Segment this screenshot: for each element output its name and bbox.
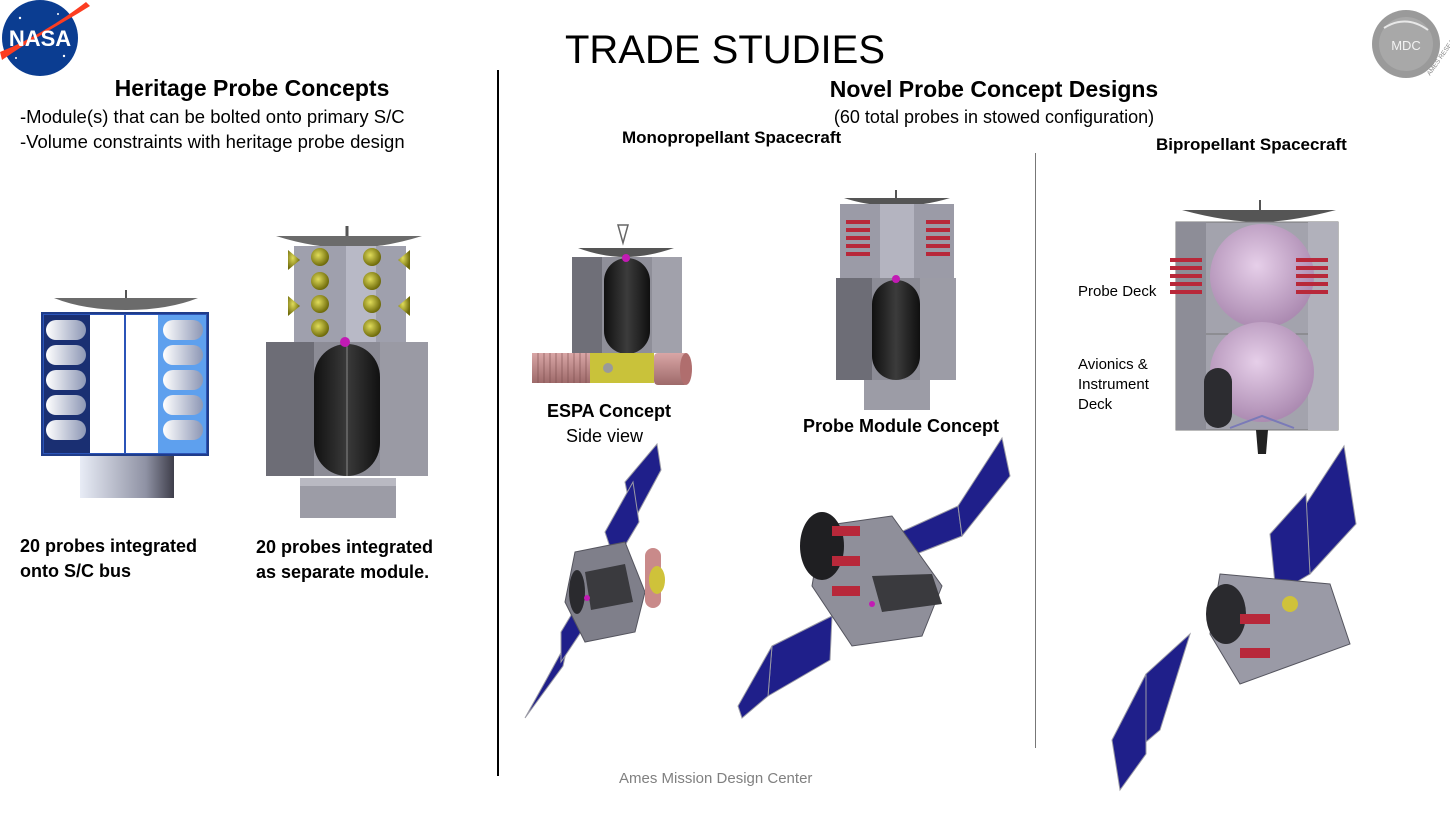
probe-module-drawing (836, 190, 956, 410)
caption-module-line2: as separate module. (256, 562, 430, 582)
main-divider (497, 70, 499, 776)
avionics-label-3: Deck (1078, 396, 1113, 413)
probe-deck-label: Probe Deck (1078, 283, 1157, 300)
heritage-bullet-2: -Volume constraints with heritage probe … (20, 131, 405, 152)
espa-deployed-drawing (524, 442, 665, 719)
caption-bus-line2: onto S/C bus (20, 561, 131, 581)
page-title: TRADE STUDIES (564, 28, 886, 72)
heritage-heading: Heritage Probe Concepts (114, 75, 390, 101)
mdc-logo-text: MDC (1391, 38, 1421, 53)
heritage-bus-drawing (41, 290, 209, 498)
biprop-deployed-drawing (1111, 444, 1357, 792)
caption-module-line1: 20 probes integrated (256, 537, 434, 557)
probe-module-title: Probe Module Concept (803, 416, 1000, 436)
biprop-drawing (1170, 200, 1339, 454)
avionics-label-2: Instrument (1078, 376, 1149, 393)
mono-bi-divider (1035, 153, 1036, 748)
novel-heading: Novel Probe Concept Designs (829, 76, 1159, 102)
nasa-logo: NASA (0, 0, 90, 76)
probe-module-deployed-drawing (737, 436, 1011, 719)
caption-bus-line1: 20 probes integrated (20, 536, 198, 556)
nasa-logo-text: NASA (9, 26, 71, 51)
heritage-module-drawing (266, 226, 428, 518)
footer-text: Ames Mission Design Center (619, 770, 813, 787)
mdc-logo: MDC AMES RESEARCH CENTER (1372, 3, 1450, 78)
bi-heading: Bipropellant Spacecraft (1156, 135, 1347, 154)
avionics-label-1: Avionics & (1078, 356, 1148, 373)
mono-heading: Monopropellant Spacecraft (622, 128, 842, 147)
espa-subtitle: Side view (566, 426, 644, 446)
novel-subheading: (60 total probes in stowed configuration… (833, 107, 1155, 127)
espa-title: ESPA Concept (547, 401, 672, 421)
espa-drawing (532, 224, 692, 385)
heritage-bullet-1: -Module(s) that can be bolted onto prima… (20, 106, 405, 127)
